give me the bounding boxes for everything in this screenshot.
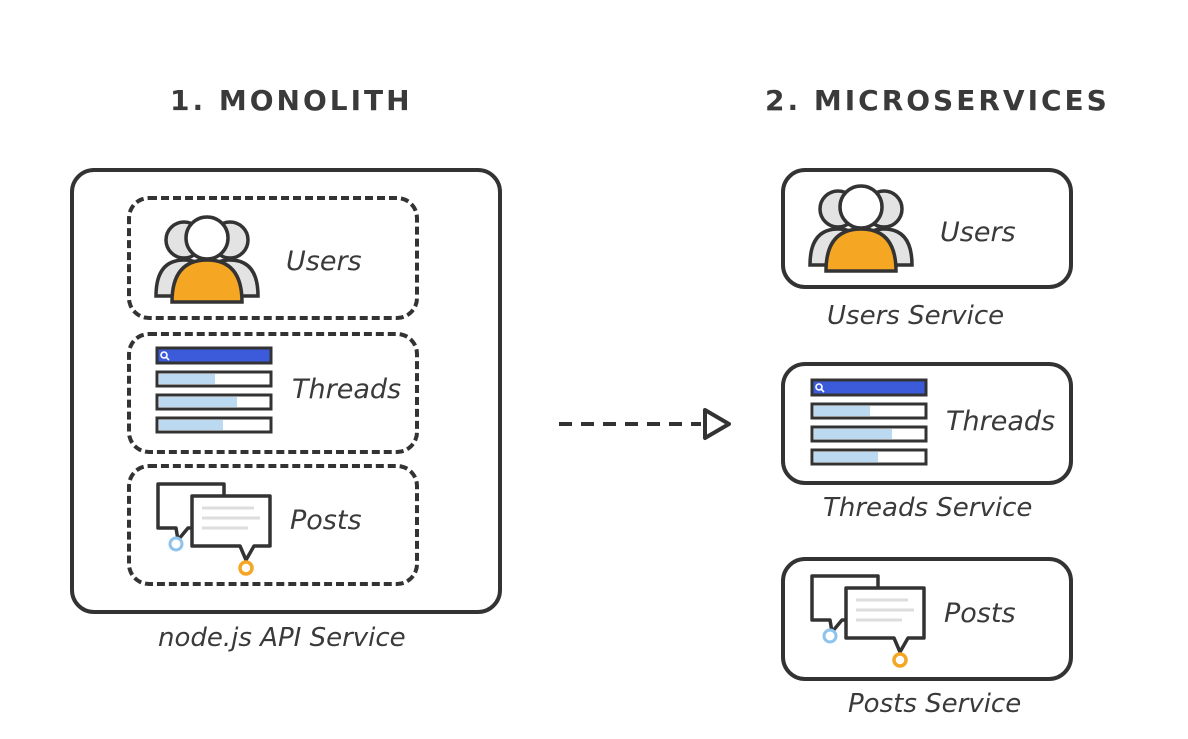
monolith-posts-label: Posts: [290, 505, 362, 536]
monolith-users-label: Users: [286, 246, 362, 277]
users-icon: [806, 177, 916, 273]
monolith-users-module: [127, 196, 419, 320]
users-icon: [152, 208, 262, 304]
users-service-caption: Users Service: [827, 301, 1005, 331]
posts-service-caption: Posts Service: [848, 689, 1022, 719]
posts-chat-icon: [808, 572, 930, 672]
posts-service-label: Posts: [944, 598, 1016, 629]
monolith-container: [70, 168, 502, 614]
posts-chat-icon: [154, 480, 276, 580]
arrow-right-icon: [557, 404, 737, 444]
monolith-caption: node.js API Service: [158, 623, 406, 653]
monolith-posts-module: [127, 464, 419, 586]
microservices-heading: 2. MICROSERVICES: [765, 84, 1110, 117]
threads-list-icon: [810, 378, 928, 468]
threads-list-icon: [155, 346, 273, 436]
monolith-heading: 1. MONOLITH: [170, 84, 413, 117]
monolith-threads-module: [127, 332, 419, 454]
threads-service-caption: Threads Service: [823, 493, 1033, 523]
users-service-label: Users: [940, 217, 1016, 248]
monolith-threads-label: Threads: [292, 374, 402, 405]
threads-service-label: Threads: [946, 406, 1056, 437]
